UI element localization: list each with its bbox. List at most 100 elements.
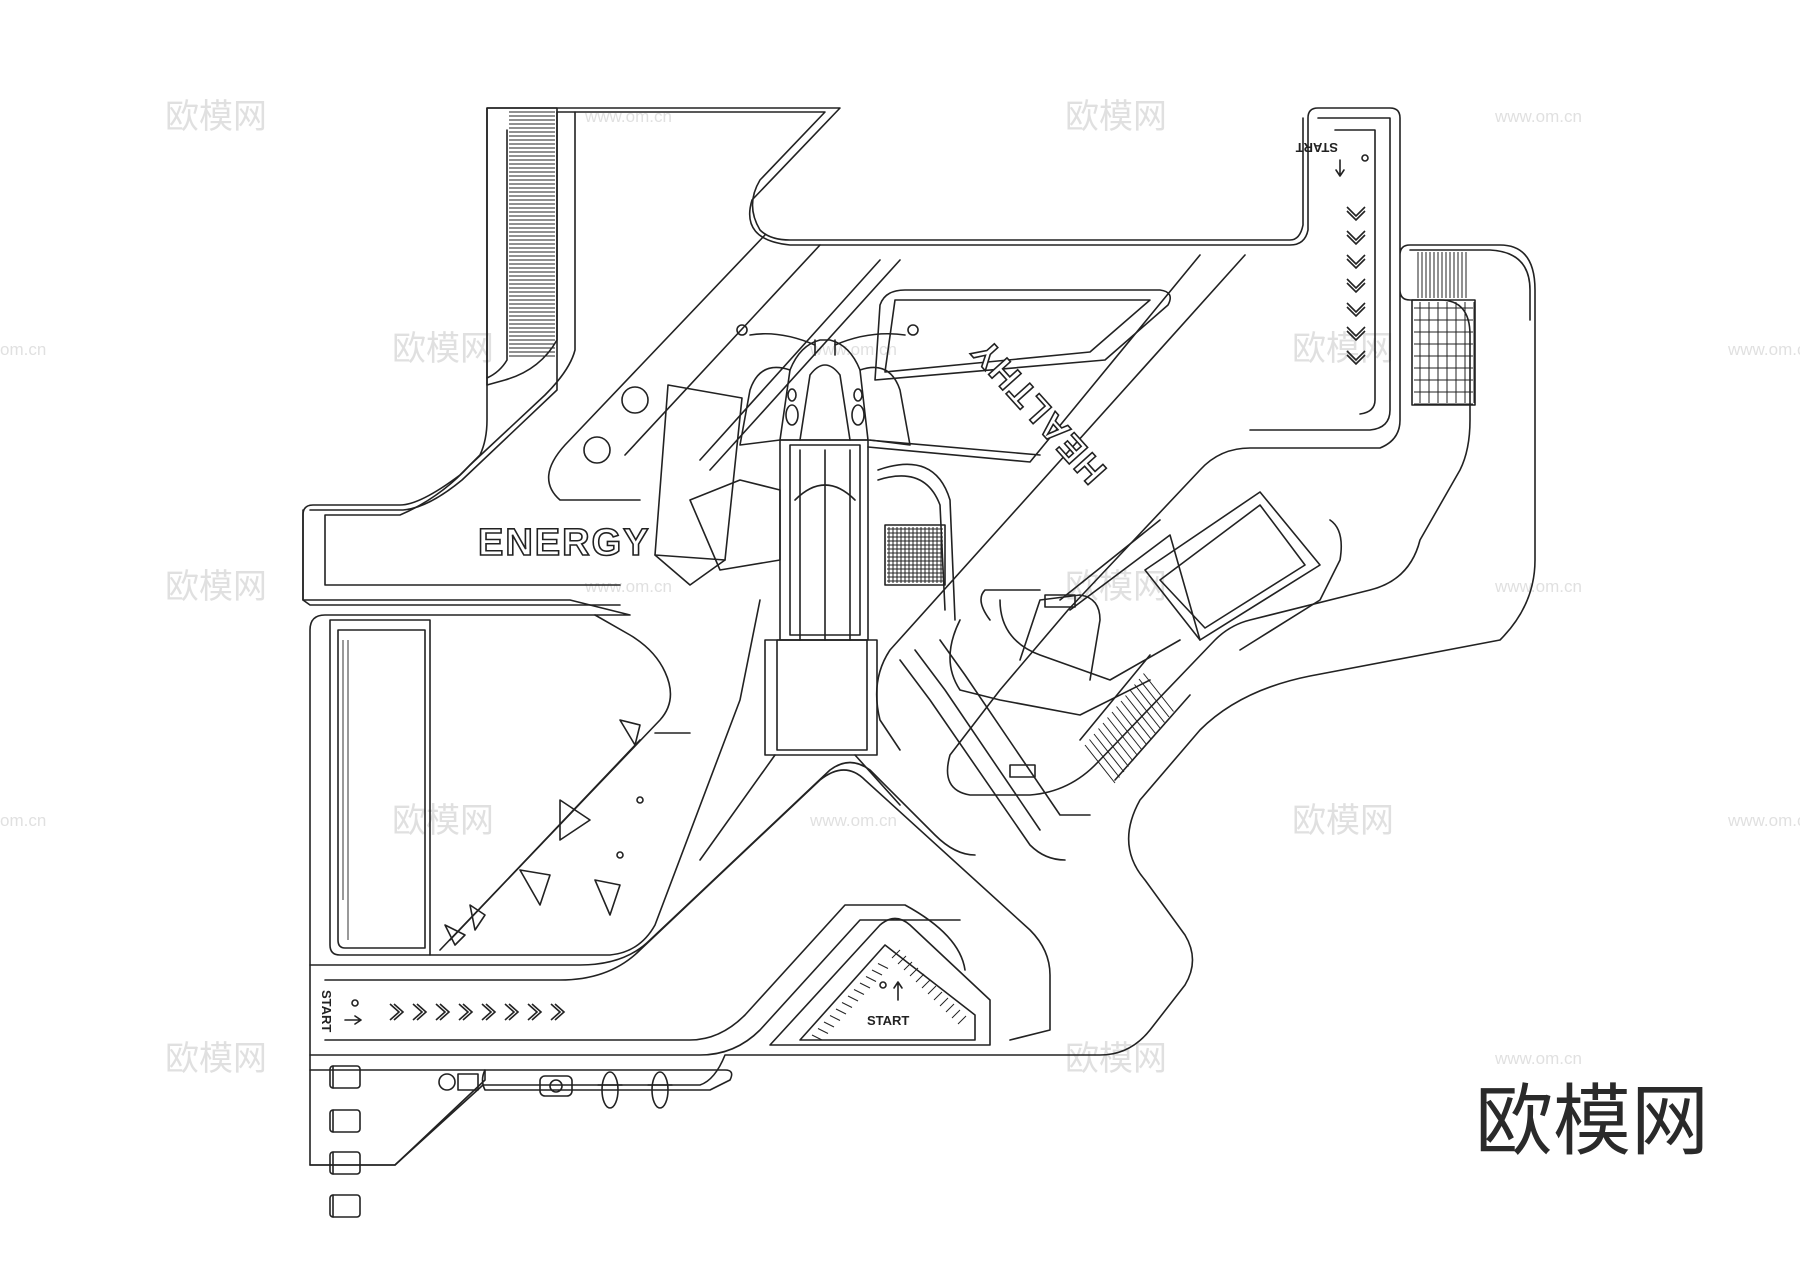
watermark-brand: 欧模网 [1292,329,1394,369]
chevron-icon [1346,230,1366,246]
hatch-line [1143,673,1174,712]
watermark-url: om.cn [0,811,46,830]
hatch-line [957,1015,967,1025]
watermark-brand: 欧模网 [1065,1039,1167,1079]
chevron-icon [504,1003,520,1021]
chair-icon [329,1151,361,1175]
left-room [329,619,431,956]
hatch-line [933,991,943,1001]
hatch-line [829,1015,841,1021]
brand-logo-text: 欧模网 [1475,1077,1709,1167]
watermark-brand: 欧模网 [165,97,267,137]
stair-treads [811,949,967,1041]
hatch-line [1116,706,1147,745]
hatch-line [927,985,937,995]
arrow-icon [1335,159,1345,177]
inner-boundary-path [556,111,1304,241]
watermark-url: om.cn [0,340,46,359]
hatch-line [903,961,913,971]
hatch-line [871,969,883,976]
hatch-line [841,1002,853,1008]
chevron-icon [481,1003,497,1021]
hatch-line [951,1009,961,1019]
top-panels: HEALTHY [699,254,1246,751]
hatch-line [1120,700,1152,740]
chevron-icon [435,1003,451,1021]
watermark-url: www.om.cn [809,811,897,830]
start-label: START [319,990,334,1032]
hatch-line [1098,728,1129,767]
grate-block [887,527,943,583]
fitness-equipment [438,1071,673,1109]
arrow-icon [344,1015,362,1025]
hatch-line [853,989,865,995]
hatch-line [817,1028,829,1034]
equipment-icon [539,1075,573,1097]
hatch-line [1138,678,1170,718]
chevron-icon [389,1003,405,1021]
hatch-line [1107,717,1138,756]
hatch-line [865,976,877,982]
watermark-url: www.om.cn [1727,340,1800,359]
hatch-line [891,949,901,959]
healthy-label: HEALTHY [962,330,1114,492]
watermark-brand: 欧模网 [1065,97,1167,137]
hatch-line [1084,744,1116,784]
stair-top-left [486,107,558,386]
start-label: START [867,1013,909,1028]
hatch-line [1125,695,1156,734]
hatch-line [1111,711,1143,751]
hatch-line [877,963,889,969]
runner-icon [879,981,887,989]
runner-icon [351,999,359,1007]
hatch-line [811,1034,823,1041]
central-pavilion [654,324,956,861]
stair-treads [509,111,555,357]
chevron-icon [1346,254,1366,270]
watermark-brand: 欧模网 [1065,567,1167,607]
bottom-start-track: START [309,761,1051,1056]
watermark-url: www.om.cn [1494,107,1582,126]
chevron-icon [1346,206,1366,222]
hatch-line [1093,733,1125,773]
stair-treads [1417,252,1467,298]
stair-right [1409,249,1531,406]
hatch-line [921,979,931,989]
chevron-icon [1346,326,1366,342]
watermark-url: www.om.cn [584,107,672,126]
chevron-icon [1346,278,1366,294]
arrow-icon [893,981,903,1001]
tilted-panel [654,384,743,561]
column-circle [621,386,649,414]
stair-treads [1084,673,1174,784]
equipment-icon [457,1073,479,1091]
hatch-line [1129,689,1161,729]
chevron-icon [1346,350,1366,366]
chevron-icon [527,1003,543,1021]
equipment-strip [309,1065,733,1218]
hatch-line [835,1008,847,1015]
watermark-url: www.om.cn [1494,1049,1582,1068]
chevron-icon [458,1003,474,1021]
chevron-icon [550,1003,566,1021]
hatch-line [909,967,919,977]
direction-chevrons [1346,206,1366,366]
watermark-brand: 欧模网 [165,567,267,607]
hatch-line [939,997,949,1007]
right-plaza [899,491,1343,861]
upper-left-channel: ENERGY [302,111,821,606]
bike-icon [601,1071,619,1109]
watermark-url: www.om.cn [1494,577,1582,596]
energy-label: ENERGY [478,522,650,564]
direction-chevrons [389,1003,566,1021]
hatch-line [847,995,859,1002]
chair-icon [329,1065,361,1089]
chair-column [329,1065,361,1218]
hatch-line [1102,722,1134,762]
watermark-url: www.om.cn [809,340,897,359]
runner-icon [1361,154,1369,162]
site-boundary [302,107,1536,1166]
chair-icon [329,1194,361,1218]
start-label: START [1296,140,1338,155]
